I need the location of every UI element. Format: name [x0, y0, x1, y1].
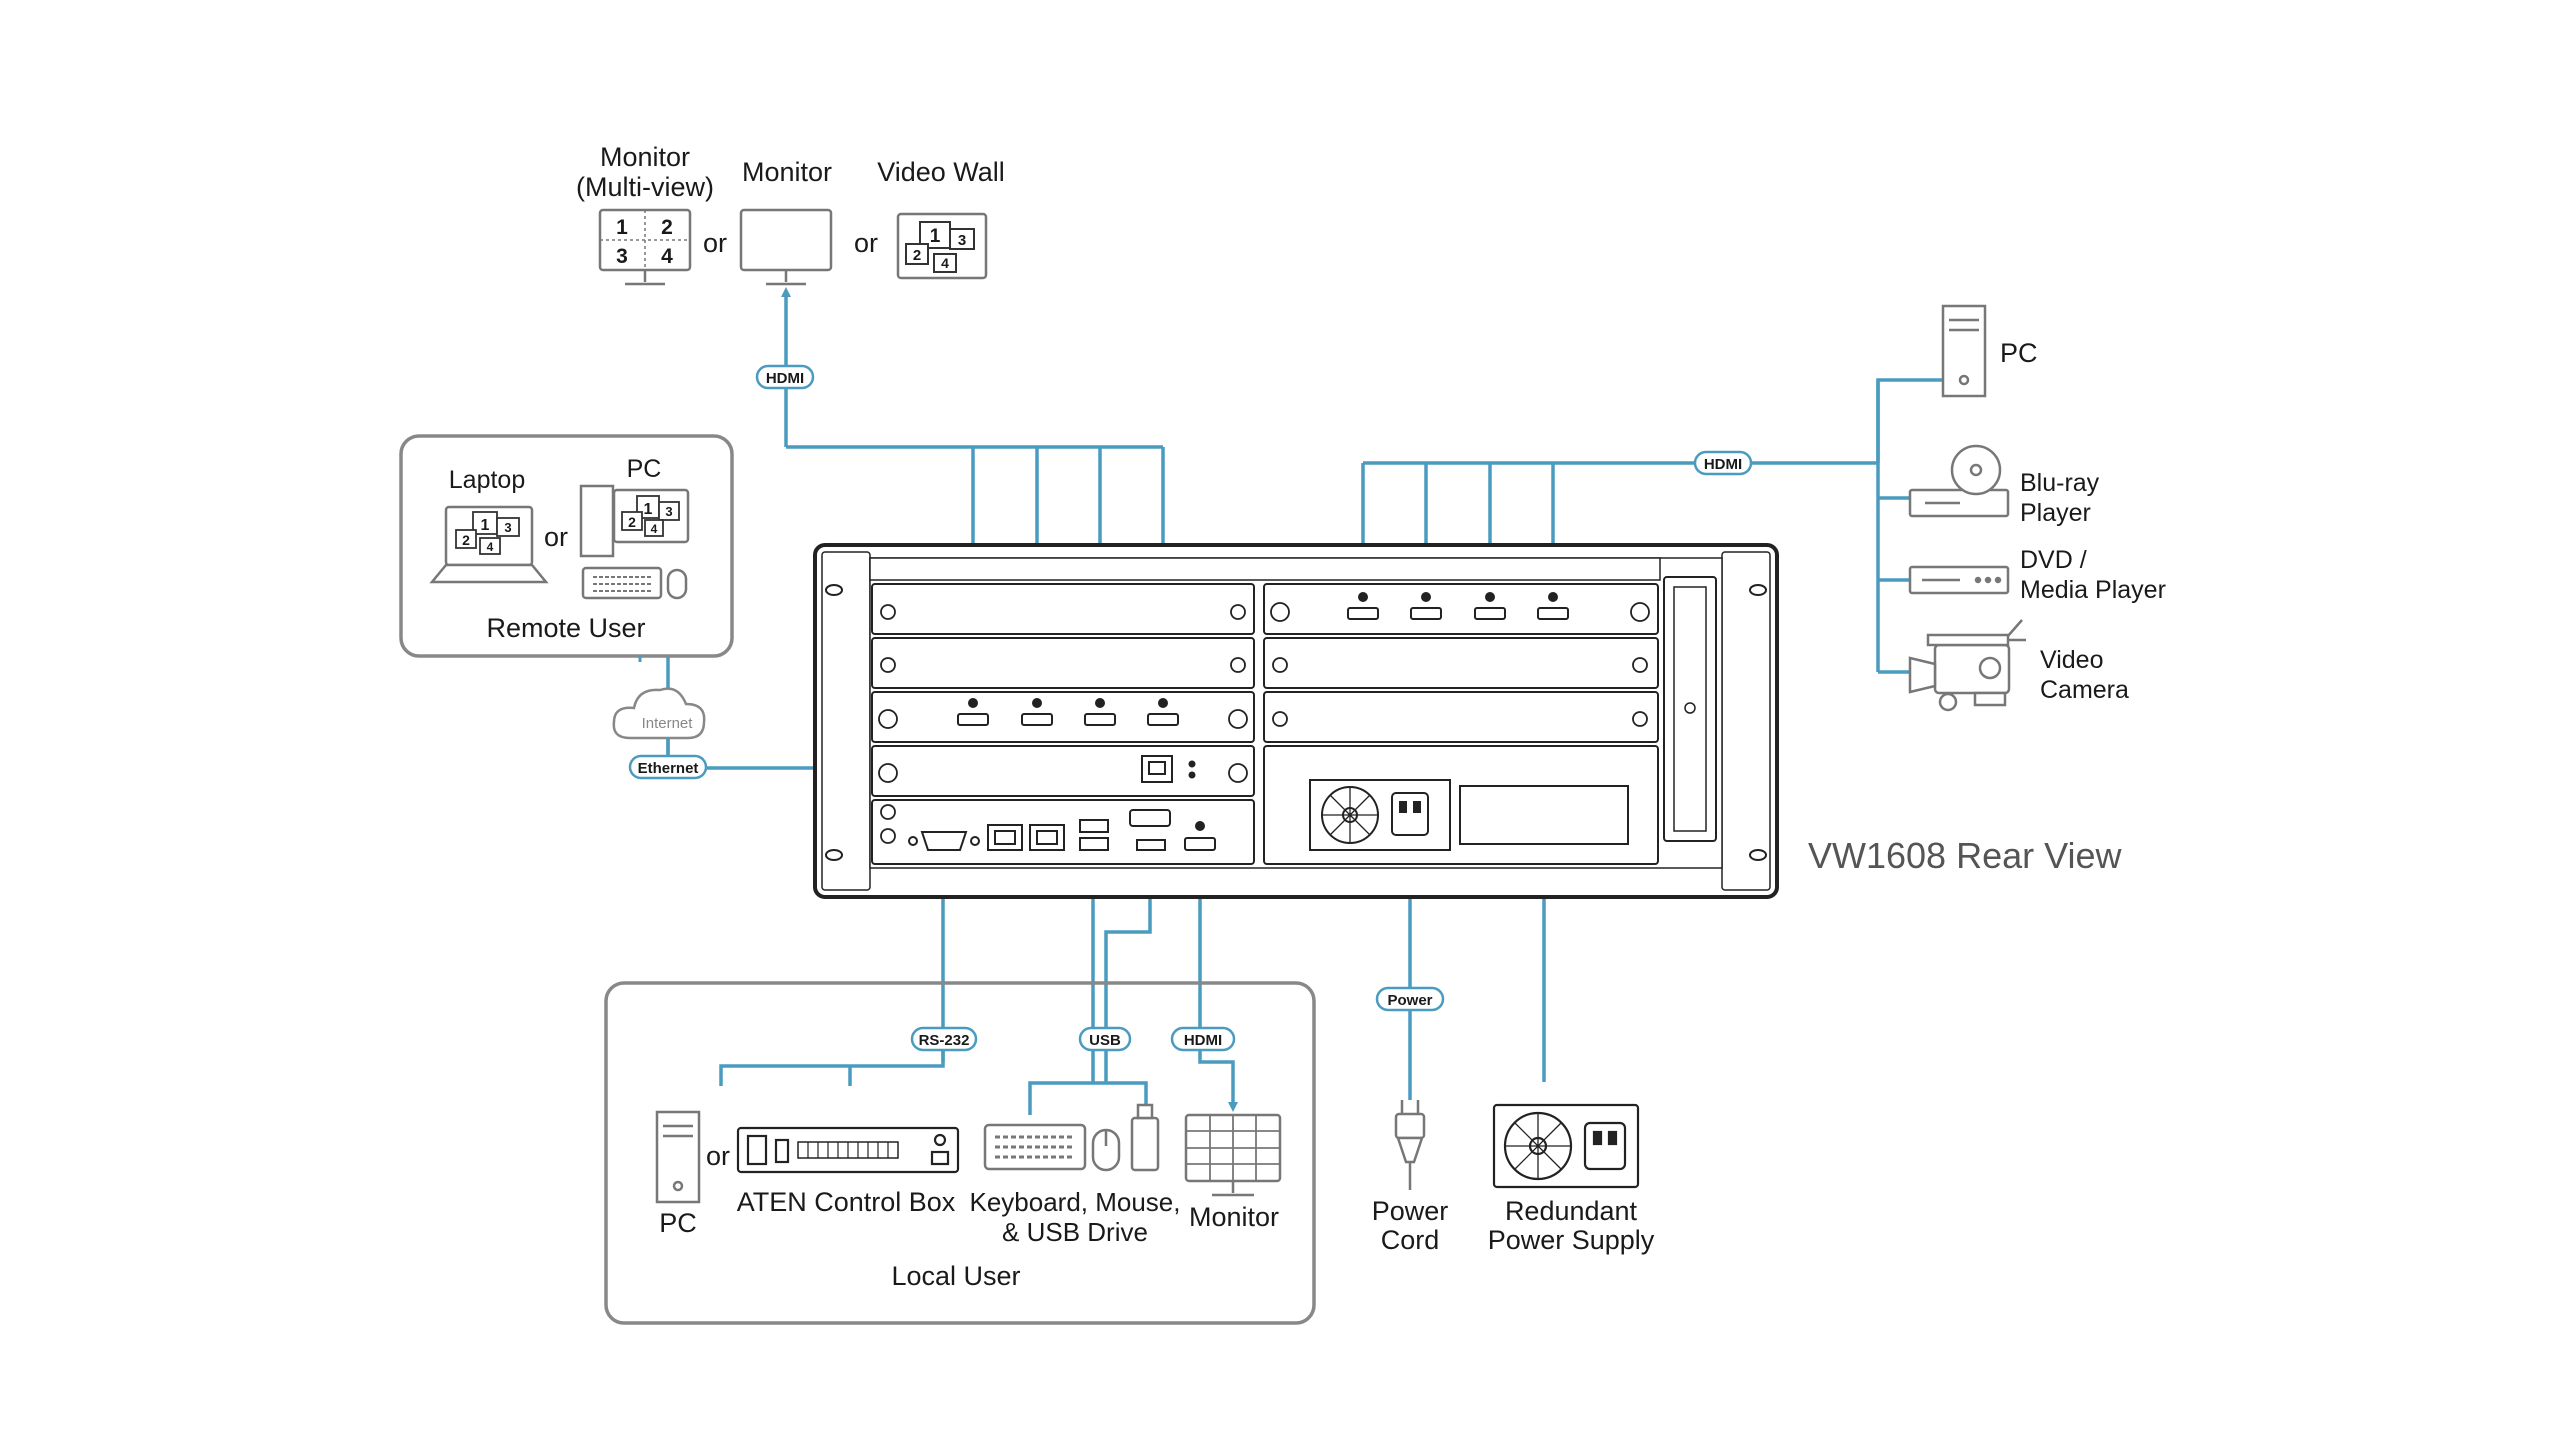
multiview-cell-1: 1	[616, 216, 628, 239]
tag-ethernet: Ethernet	[628, 754, 708, 780]
remote-pc-cell-1: 1	[644, 501, 653, 518]
slot-2	[871, 637, 1255, 689]
label-laptop: Laptop	[449, 466, 525, 494]
label-usb-drive: & USB Drive	[1002, 1217, 1148, 1247]
internet-cloud-icon: Internet	[612, 656, 706, 740]
svg-text:HDMI: HDMI	[1704, 456, 1742, 473]
local-monitor-icon	[1184, 1113, 1282, 1197]
label-player: Player	[2020, 499, 2091, 527]
label-or: or	[544, 522, 568, 552]
svg-text:Ethernet: Ethernet	[638, 760, 699, 777]
label-source-pc: PC	[2000, 338, 2038, 368]
remote-pc-icon	[579, 484, 690, 600]
label-remote-user: Remote User	[486, 613, 645, 643]
input-hdmi-ports	[1347, 592, 1569, 620]
svg-text:HDMI: HDMI	[766, 370, 804, 387]
svg-text:USB: USB	[1089, 1032, 1121, 1049]
label-keyboard-mouse: Keyboard, Mouse,	[969, 1187, 1180, 1217]
keyboard-mouse-usb-icon	[983, 1103, 1160, 1172]
slot-5	[1263, 637, 1659, 689]
label-power-supply: Power Supply	[1488, 1225, 1655, 1255]
local-pc-icon	[655, 1110, 701, 1204]
ethernet-card	[871, 745, 1255, 797]
local-user-box	[604, 981, 1316, 1325]
aten-control-box-icon	[736, 1126, 960, 1174]
label-or: or	[706, 1141, 730, 1171]
remote-user-group: Laptop PC or Remote User 1 3 2 4 1 3	[399, 434, 734, 780]
label-remote-pc: PC	[627, 455, 662, 483]
label-or: or	[703, 228, 727, 258]
label-power: Power	[1372, 1196, 1449, 1226]
multiview-monitor-icon	[598, 208, 692, 286]
chassis-screws	[878, 602, 1650, 844]
remote-pc-cell-2: 2	[628, 514, 636, 530]
dvd-player-icon	[1908, 565, 2010, 595]
laptop-cell-1: 1	[481, 517, 490, 534]
wall-cell-3: 3	[958, 232, 966, 249]
tag-power: Power	[1375, 986, 1445, 1012]
lan-port	[1141, 755, 1196, 783]
power-group: Power Power Cord Redundant Power Supply	[1372, 986, 1655, 1255]
local-user-group: Local User RS-232 USB HDMI PC or	[604, 981, 1316, 1325]
label-local-user: Local User	[891, 1261, 1020, 1291]
chassis-psu	[1309, 779, 1629, 851]
label-video: Video	[2040, 646, 2104, 674]
svg-text:HDMI: HDMI	[1184, 1032, 1222, 1049]
bluray-player-icon	[1908, 444, 2010, 518]
label-internet: Internet	[642, 715, 694, 732]
video-camera-icon	[1908, 619, 2026, 712]
label-dvd: DVD /	[2020, 546, 2087, 574]
slot-6	[1263, 691, 1659, 743]
laptop-cell-3: 3	[504, 520, 511, 535]
input-sources: HDMI PC Blu-ray Player DVD / Media Playe…	[1693, 304, 2166, 712]
monitor-icon	[739, 208, 833, 286]
slot-1	[871, 583, 1255, 635]
label-monitor-multiview: Monitor	[600, 142, 690, 172]
label-video-wall: Video Wall	[877, 157, 1005, 187]
multiview-cell-3: 3	[616, 245, 628, 268]
multiview-cell-4: 4	[661, 245, 673, 268]
multiview-cell-2: 2	[661, 216, 673, 239]
output-hdmi-ports	[957, 698, 1179, 726]
control-card-ports	[908, 809, 1216, 851]
label-or: or	[854, 228, 878, 258]
source-pc-icon	[1941, 304, 1987, 398]
input-card	[1263, 583, 1659, 635]
label-camera: Camera	[2040, 676, 2129, 704]
wall-cell-2: 2	[913, 247, 921, 264]
wall-cell-4: 4	[941, 255, 949, 271]
svg-text:RS-232: RS-232	[919, 1032, 970, 1049]
laptop-cell-2: 2	[462, 532, 470, 548]
power-cord-icon	[1394, 1100, 1426, 1190]
output-displays: Monitor (Multi-view) Monitor Video Wall …	[576, 142, 1005, 390]
video-wall-icon	[896, 212, 988, 280]
redundant-psu-icon	[1492, 1103, 1640, 1189]
svg-text:Power: Power	[1387, 992, 1432, 1009]
laptop-cell-4: 4	[487, 540, 494, 554]
laptop-icon	[429, 505, 549, 584]
label-multiview: (Multi-view)	[576, 172, 714, 202]
tag-usb: USB	[1078, 1026, 1132, 1052]
label-bluray: Blu-ray	[2020, 469, 2100, 497]
remote-pc-cell-3: 3	[665, 504, 672, 519]
label-redundant: Redundant	[1505, 1196, 1638, 1226]
label-media-player: Media Player	[2020, 576, 2166, 604]
label-cord: Cord	[1381, 1225, 1440, 1255]
view-title: VW1608 Rear View	[1808, 835, 2122, 876]
local-hdmi-line	[1198, 845, 1238, 1112]
label-aten-control-box: ATEN Control Box	[737, 1187, 956, 1217]
label-local-pc: PC	[659, 1208, 697, 1238]
label-monitor: Monitor	[742, 157, 832, 187]
tag-hdmi-output: HDMI	[755, 364, 815, 390]
wall-cell-1: 1	[930, 226, 941, 247]
remote-pc-cell-4: 4	[651, 522, 658, 536]
tag-hdmi-local: HDMI	[1170, 1026, 1236, 1052]
label-local-monitor: Monitor	[1189, 1202, 1279, 1232]
tag-hdmi-input: HDMI	[1693, 450, 1753, 476]
tag-rs232: RS-232	[910, 1026, 978, 1052]
output-card	[871, 691, 1255, 743]
